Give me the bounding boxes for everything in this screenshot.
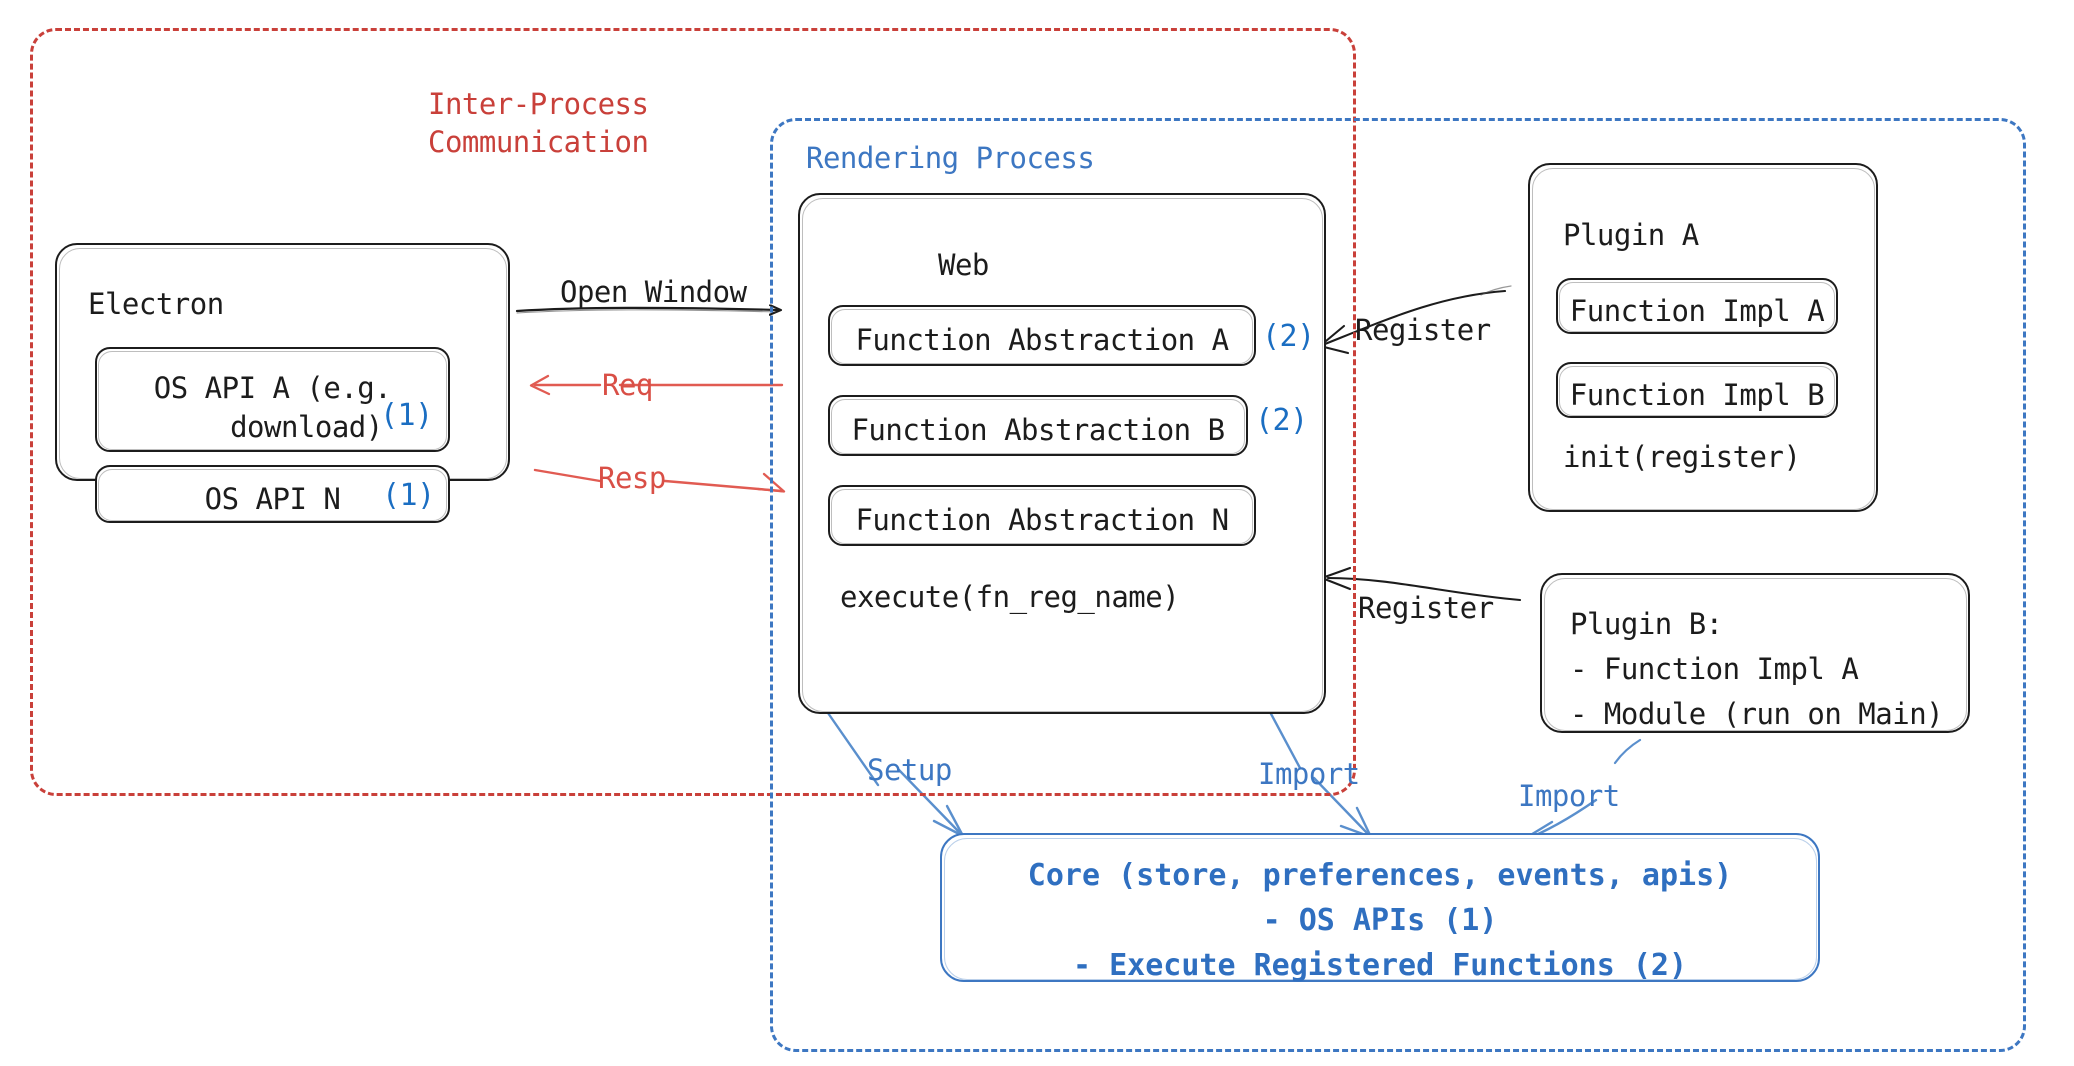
function-impl-a-label: Function Impl A <box>1569 294 1825 328</box>
core-line-2: - OS APIs (1) <box>1262 903 1498 938</box>
web-title: Web <box>938 248 989 282</box>
function-impl-b-box[interactable]: Function Impl B <box>1556 362 1838 418</box>
group-rendering-process <box>770 118 2026 1052</box>
os-api-a-box[interactable]: OS API A (e.g. download) <box>95 347 450 452</box>
plugin-a-box[interactable] <box>1528 163 1878 512</box>
function-impl-b-label: Function Impl B <box>1569 378 1825 412</box>
function-impl-a-box[interactable]: Function Impl A <box>1556 278 1838 334</box>
function-abstraction-a-label: Function Abstraction A <box>855 323 1229 357</box>
function-abstraction-b-marker: (2) <box>1255 403 1308 438</box>
plugin-b-box[interactable] <box>1540 573 1970 733</box>
core-line-1: Core (store, preferences, events, apis) <box>1027 858 1733 893</box>
plugin-a-title: Plugin A <box>1563 218 1699 252</box>
arrow-label-resp: Resp <box>598 461 666 495</box>
arrow-label-register-bottom: Register <box>1358 591 1494 625</box>
group-label-rendering-process: Rendering Process <box>806 141 1095 175</box>
arrow-label-open-window: Open Window <box>560 275 747 309</box>
plugin-a-footer: init(register) <box>1563 440 1801 474</box>
os-api-a-label: OS API A (e.g. download) <box>153 371 392 445</box>
arrow-label-import-web: Import <box>1258 757 1360 791</box>
os-api-n-marker: (1) <box>382 478 435 513</box>
arrow-label-register-top: Register <box>1355 313 1491 347</box>
os-api-n-box[interactable]: OS API N <box>95 465 450 523</box>
core-box[interactable]: Core (store, preferences, events, apis) … <box>940 833 1820 983</box>
function-abstraction-n-box[interactable]: Function Abstraction N <box>828 485 1256 546</box>
group-inter-process-communication <box>30 28 1356 796</box>
arrow-label-setup: Setup <box>867 753 952 787</box>
arrow-label-req: Req <box>602 368 653 402</box>
electron-title: Electron <box>88 287 224 321</box>
function-abstraction-b-box[interactable]: Function Abstraction B <box>828 395 1248 456</box>
function-abstraction-a-marker: (2) <box>1262 319 1315 354</box>
group-label-ipc: Inter-Process Communication <box>428 87 649 159</box>
arrow-label-import-plugin-b: Import <box>1518 779 1620 813</box>
function-abstraction-a-box[interactable]: Function Abstraction A <box>828 305 1256 366</box>
plugin-b-line-1: - Function Impl A <box>1570 652 1859 686</box>
web-footer: execute(fn_reg_name) <box>840 580 1180 614</box>
os-api-a-marker: (1) <box>380 398 433 433</box>
plugin-b-title: Plugin B: <box>1570 607 1723 641</box>
core-line-3: - Execute Registered Functions (2) <box>1072 948 1688 983</box>
function-abstraction-b-label: Function Abstraction B <box>851 413 1225 447</box>
plugin-b-line-2: - Module (run on Main) <box>1570 697 1944 731</box>
function-abstraction-n-label: Function Abstraction N <box>855 503 1229 537</box>
os-api-n-label: OS API N <box>204 482 341 516</box>
